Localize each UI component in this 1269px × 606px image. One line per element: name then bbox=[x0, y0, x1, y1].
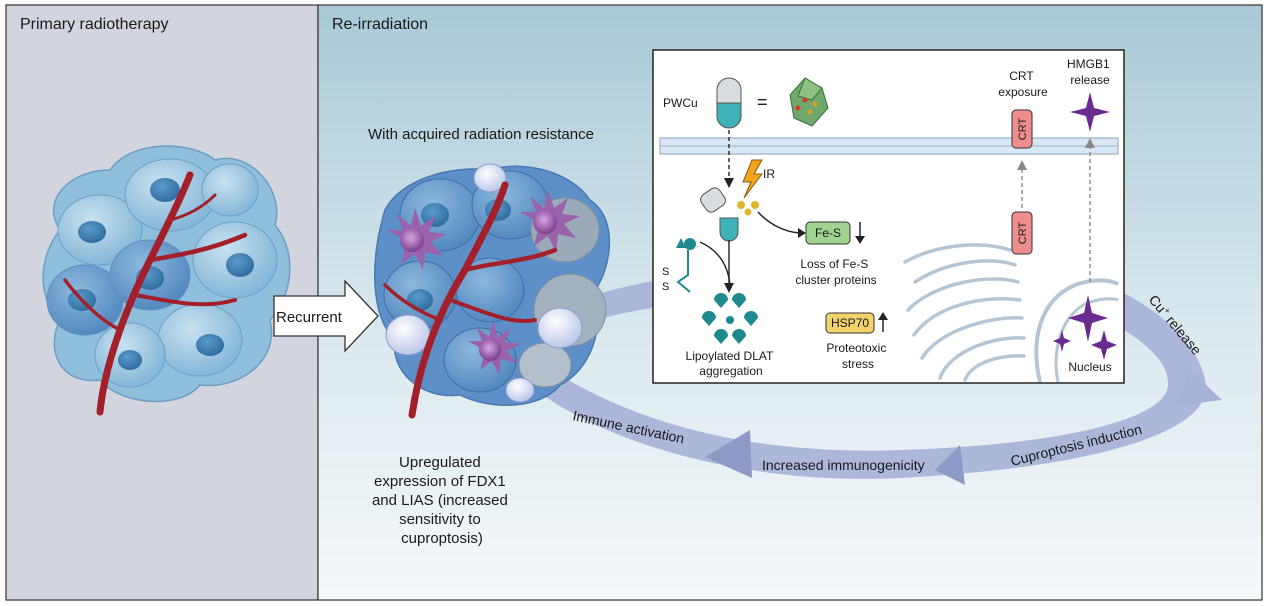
primary-blood-vessel bbox=[63, 171, 248, 416]
immune-cell bbox=[520, 190, 580, 252]
hsp70-caption-line: stress bbox=[842, 357, 874, 371]
resistance-label: With acquired radiation resistance bbox=[368, 126, 594, 143]
mechanism-inset: PWCu = IR bbox=[652, 49, 1125, 384]
primary-tumor bbox=[42, 145, 291, 403]
fes-box bbox=[805, 221, 851, 245]
hmgb1-star-icon bbox=[1070, 92, 1110, 132]
broken-capsule-icon bbox=[700, 187, 759, 242]
fes-arrow bbox=[757, 211, 801, 234]
hsp70-caption: Proteotoxic stress bbox=[826, 341, 889, 371]
left-panel-title: Primary radiotherapy bbox=[20, 16, 169, 33]
pwcu-label: PWCu bbox=[663, 96, 698, 110]
hmgb1-release-label: HMGB1 release bbox=[1067, 57, 1113, 87]
endoplasmic-reticulum bbox=[903, 243, 1026, 382]
hmgb1-release-line: release bbox=[1070, 73, 1110, 87]
hsp70-caption-line: Proteotoxic bbox=[826, 341, 886, 355]
hsp70-box-label: HSP70 bbox=[831, 316, 869, 330]
star-icon bbox=[1053, 330, 1071, 352]
fes-caption-line: Loss of Fe-S bbox=[800, 257, 868, 271]
recurrent-arrow: Recurrent bbox=[273, 279, 379, 353]
star-icon bbox=[1091, 330, 1117, 360]
increased-immunogenicity-label: Increased immunogenicity bbox=[762, 457, 925, 473]
down-arrow-icon bbox=[855, 222, 865, 244]
polyoxometalate-cluster-icon bbox=[789, 77, 829, 127]
equals-sign: = bbox=[757, 92, 768, 112]
nucleus-envelope bbox=[1034, 278, 1119, 383]
ir-label: IR bbox=[763, 167, 775, 181]
right-panel-title: Re-irradiation bbox=[332, 16, 428, 33]
hsp70-box bbox=[825, 312, 875, 334]
upregulated-line: sensitivity to bbox=[399, 511, 481, 528]
s-label-bottom: S bbox=[662, 281, 669, 293]
resistant-tumor bbox=[374, 163, 611, 406]
crt-lower: CRT bbox=[1011, 211, 1033, 255]
upregulated-line: expression of FDX1 bbox=[374, 473, 506, 490]
immune-cell bbox=[387, 208, 447, 270]
pwcu-capsule-icon bbox=[716, 77, 742, 129]
star-icon bbox=[1068, 295, 1108, 342]
crt-lower-label: CRT bbox=[1017, 222, 1029, 245]
fes-caption: Loss of Fe-S cluster proteins bbox=[795, 257, 876, 287]
crt-exposure-line: CRT bbox=[1009, 69, 1034, 83]
up-arrow-icon bbox=[878, 312, 888, 332]
resistant-blood-vessel bbox=[383, 181, 558, 419]
upregulated-line: Upregulated bbox=[399, 454, 481, 471]
upregulated-line: cuproptosis) bbox=[401, 530, 483, 547]
crt-exposure-label: CRT exposure bbox=[998, 69, 1048, 99]
dlat-caption-line: aggregation bbox=[699, 364, 762, 378]
fes-caption-line: cluster proteins bbox=[795, 273, 876, 287]
fes-box-label: Fe-S bbox=[815, 226, 841, 240]
upregulated-line: and LIAS (increased bbox=[372, 492, 508, 509]
upregulated-text: Upregulated expression of FDX1 and LIAS … bbox=[372, 454, 512, 547]
crt-upper-label: CRT bbox=[1017, 118, 1029, 141]
crt-exposure-line: exposure bbox=[998, 85, 1048, 99]
recurrent-label: Recurrent bbox=[276, 309, 343, 326]
immune-cell bbox=[468, 321, 521, 375]
lipoylated-protein-icon bbox=[676, 238, 696, 293]
nucleus-label: Nucleus bbox=[1068, 360, 1111, 374]
s-label-top: S bbox=[662, 266, 669, 278]
dlat-aggregate-icon bbox=[702, 293, 758, 344]
lightning-icon bbox=[742, 159, 763, 199]
crt-upper: CRT bbox=[1011, 109, 1033, 149]
dlat-caption: Lipoylated DLAT aggregation bbox=[686, 349, 777, 378]
hmgb1-release-line: HMGB1 bbox=[1067, 57, 1110, 71]
dlat-caption-line: Lipoylated DLAT bbox=[686, 349, 774, 363]
